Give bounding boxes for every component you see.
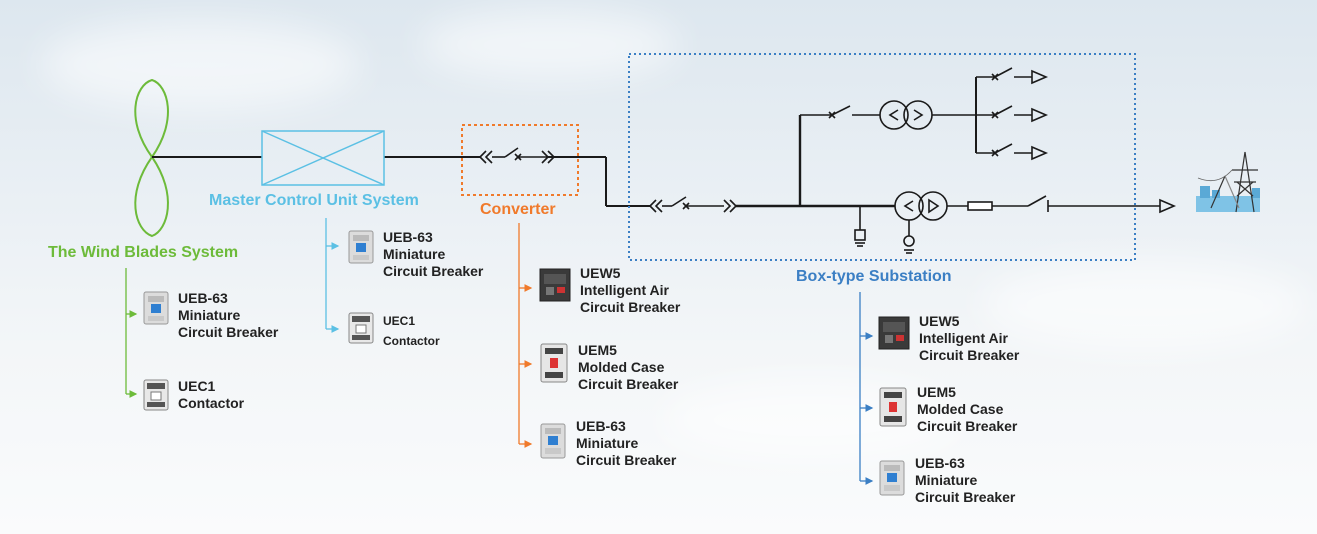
item-type: Miniature	[178, 307, 241, 323]
substation-tree	[859, 292, 874, 485]
lower-branch	[800, 191, 1177, 254]
miniature-breaker-icon	[348, 230, 374, 264]
miniature-breaker-icon	[143, 291, 169, 325]
power-grid-icon	[1196, 151, 1260, 213]
substation-item-mcb: UEB-63 Miniature Circuit Breaker	[877, 455, 1015, 506]
item-type-suffix: Circuit Breaker	[580, 299, 681, 315]
cloud-decoration	[980, 260, 1310, 350]
wind-blades-tree	[125, 268, 138, 398]
wind-blades-item-contactor: UEC1 Contactor	[142, 378, 244, 412]
substation-item-air-breaker: UEW5 Intelligent Air Circuit Breaker	[877, 313, 1019, 364]
item-model: UEB-63	[915, 455, 965, 471]
master-control-title: Master Control Unit System	[209, 192, 419, 209]
cloud-decoration	[420, 10, 680, 80]
item-type-suffix: Circuit Breaker	[919, 347, 1020, 363]
main-bus-line	[152, 156, 650, 207]
master-control-unit-icon	[261, 130, 385, 186]
wind-blades-title: The Wind Blades System	[48, 244, 239, 261]
item-type-suffix: Circuit Breaker	[576, 452, 677, 468]
master-control-tree	[325, 218, 340, 333]
substation-circuit	[648, 76, 995, 213]
air-breaker-icon	[878, 316, 910, 350]
item-type: Intelligent Air	[580, 282, 669, 298]
converter-title: Converter	[480, 201, 556, 218]
item-type: Molded Case	[578, 359, 665, 375]
air-breaker-icon	[539, 268, 571, 302]
item-model: UEB-63	[383, 229, 433, 245]
item-type-suffix: Circuit Breaker	[383, 263, 484, 279]
wind-blades-item-mcb: UEB-63 Miniature Circuit Breaker	[142, 290, 278, 341]
item-model: UEM5	[578, 342, 617, 358]
miniature-breaker-icon	[879, 460, 905, 496]
item-model: UEM5	[917, 384, 956, 400]
item-type-suffix: Circuit Breaker	[178, 324, 279, 340]
feeder-switch-icons	[991, 67, 1049, 161]
item-type: Miniature	[576, 435, 639, 451]
substation-item-molded-case: UEM5 Molded Case Circuit Breaker	[877, 384, 1017, 435]
converter-tree	[518, 223, 533, 448]
item-type: Molded Case	[917, 401, 1004, 417]
master-control-item-contactor: UEC1 Contactor	[347, 311, 440, 351]
item-type-suffix: Circuit Breaker	[915, 489, 1016, 505]
converter-switch-icon	[478, 147, 556, 164]
converter-item-air-breaker: UEW5 Intelligent Air Circuit Breaker	[538, 265, 680, 316]
substation-frame	[628, 53, 1136, 261]
wind-blades-icon	[134, 78, 169, 238]
item-type: Contactor	[383, 334, 440, 348]
item-model: UEB-63	[576, 418, 626, 434]
converter-item-molded-case: UEM5 Molded Case Circuit Breaker	[538, 342, 678, 393]
contactor-icon	[143, 379, 169, 411]
converter-frame	[461, 124, 579, 196]
item-type: Contactor	[178, 395, 245, 411]
converter-item-mcb: UEB-63 Miniature Circuit Breaker	[538, 418, 676, 469]
miniature-breaker-icon	[540, 423, 566, 459]
item-model: UEW5	[580, 265, 621, 281]
item-type-suffix: Circuit Breaker	[917, 418, 1018, 434]
item-type: Miniature	[915, 472, 978, 488]
substation-title: Box-type Substation	[796, 268, 952, 285]
item-model: UEB-63	[178, 290, 228, 306]
molded-case-breaker-icon	[540, 343, 568, 383]
item-type: Intelligent Air	[919, 330, 1008, 346]
item-type: Miniature	[383, 246, 446, 262]
item-model: UEW5	[919, 313, 960, 329]
molded-case-breaker-icon	[879, 387, 907, 427]
master-control-item-mcb: UEB-63 Miniature Circuit Breaker	[347, 229, 483, 280]
item-model: UEC1	[383, 314, 416, 328]
cloud-decoration	[40, 20, 360, 110]
cloud-decoration	[660, 380, 960, 460]
contactor-icon	[348, 312, 374, 344]
item-model: UEC1	[178, 378, 216, 394]
item-type-suffix: Circuit Breaker	[578, 376, 679, 392]
